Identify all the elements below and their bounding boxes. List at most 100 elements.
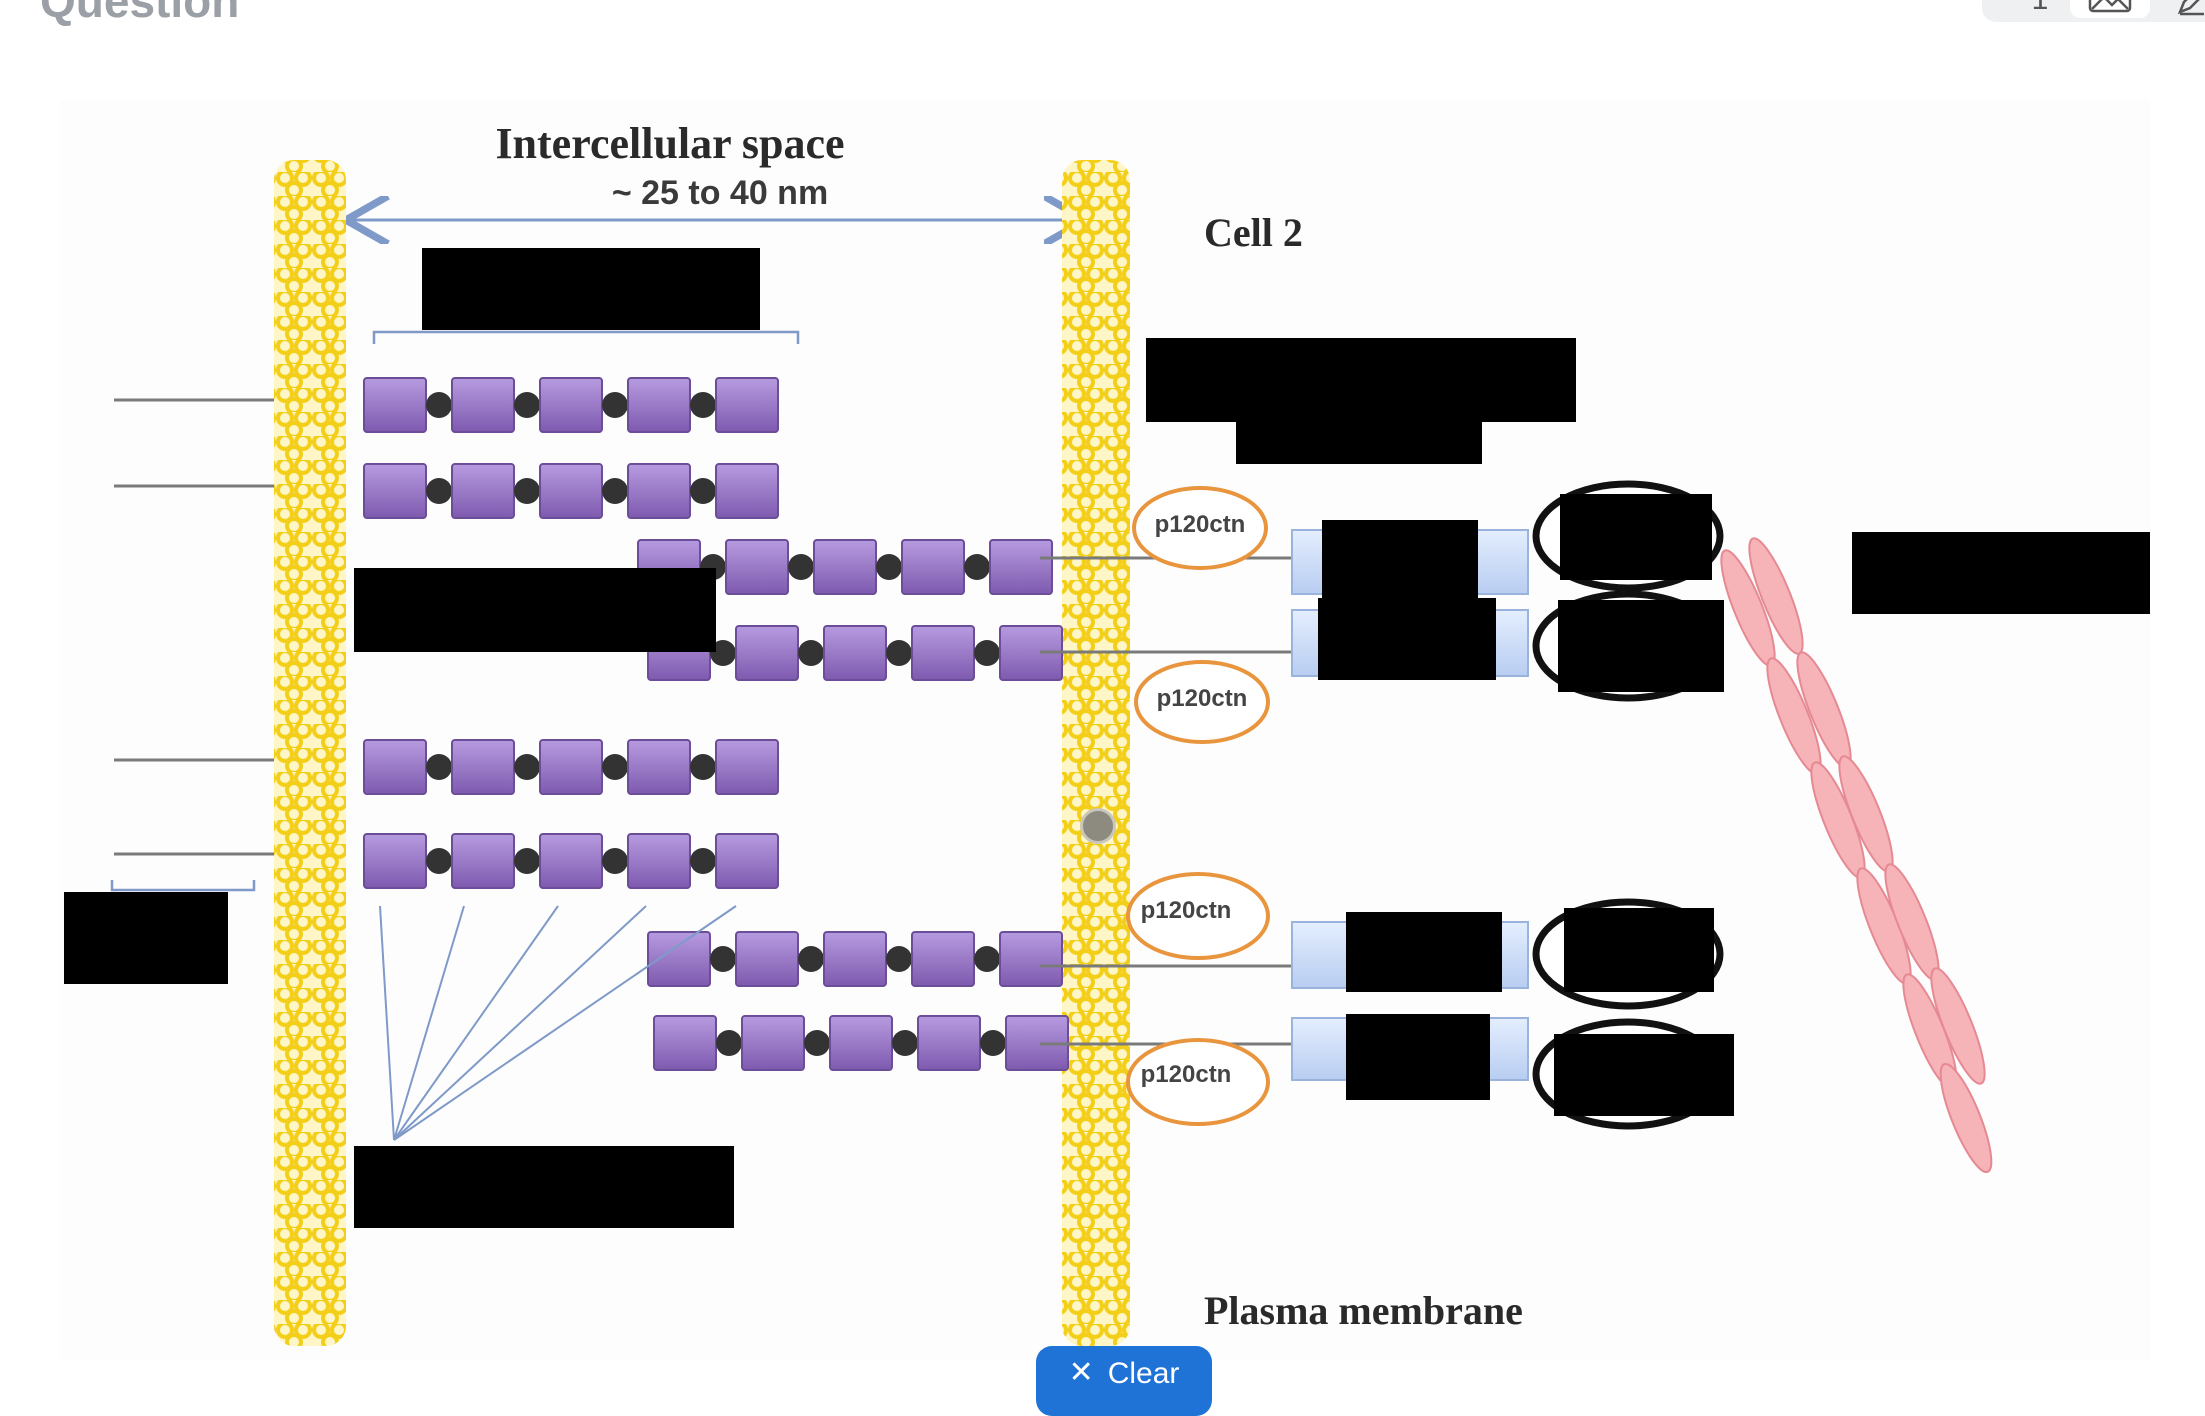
calcium-ion [426, 392, 452, 418]
redaction-11 [1346, 912, 1502, 992]
cadherin-chain [363, 463, 779, 519]
pointer-lines [379, 905, 737, 1141]
calcium-ion [602, 754, 628, 780]
redaction-14 [1554, 1034, 1734, 1116]
cadherin-domain [539, 739, 603, 795]
p120-ring-3: p120ctn [1126, 872, 1270, 960]
calcium-ion [690, 478, 716, 504]
cadherin-domain [627, 739, 691, 795]
cadherin-domain [715, 833, 779, 889]
bracket-top [372, 330, 800, 344]
cadherin-domain [823, 625, 887, 681]
cadherin-domain [363, 377, 427, 433]
cadherin-domain [363, 463, 427, 519]
cadherin-domain [911, 625, 975, 681]
cursor-marker [1080, 808, 1116, 844]
cadherin-domain [715, 463, 779, 519]
cadherin-domain [829, 1015, 893, 1071]
p120-ring-2: p120ctn [1134, 660, 1270, 744]
calcium-ion [798, 946, 824, 972]
cadherin-tails-left [114, 398, 274, 856]
image-button[interactable] [2070, 0, 2150, 18]
actin-filament [1720, 537, 1993, 1174]
redaction-5 [1322, 520, 1478, 600]
cadherin-domain [539, 377, 603, 433]
cadherin-domain [363, 739, 427, 795]
clear-button[interactable]: ✕ Clear [1036, 1346, 1212, 1416]
redaction-10 [64, 892, 228, 984]
cadherin-domain [451, 463, 515, 519]
top-toolbar: 1 [1982, 0, 2205, 22]
redaction-3 [1236, 408, 1482, 464]
calcium-ion [602, 478, 628, 504]
cadherin-domain [627, 833, 691, 889]
cadherin-domain [989, 539, 1053, 595]
calcium-ion [798, 640, 824, 666]
draw-button[interactable] [2162, 0, 2205, 18]
cadherin-domain [823, 931, 887, 987]
redaction-15 [354, 1146, 734, 1228]
calcium-ion [876, 554, 902, 580]
cadherin-domain [715, 739, 779, 795]
p120-label-1: p120ctn [1155, 511, 1246, 538]
calcium-ion [426, 754, 452, 780]
calcium-ion [690, 392, 716, 418]
cadherin-domain [539, 463, 603, 519]
calcium-ion [980, 1030, 1006, 1056]
cell-2-label: Cell 2 [1204, 210, 1303, 255]
cadherin-domain [999, 931, 1063, 987]
calcium-ion [788, 554, 814, 580]
redaction-7 [1560, 494, 1712, 580]
redactions [64, 248, 2150, 1228]
p120-ring-4: p120ctn [1126, 1038, 1270, 1126]
cadherin-domain [901, 539, 965, 595]
cadherin-domain [735, 625, 799, 681]
calcium-ion [964, 554, 990, 580]
calcium-ion [690, 848, 716, 874]
cadherin-domain [451, 833, 515, 889]
calcium-ion [716, 1030, 742, 1056]
redaction-8 [1558, 600, 1724, 692]
p120-ring-1: p120ctn [1132, 486, 1268, 570]
calcium-ion [974, 946, 1000, 972]
pen-icon [2177, 0, 2204, 16]
calcium-ion [710, 640, 736, 666]
p120-label-3: p120ctn [1141, 897, 1232, 924]
bracket-left [110, 880, 256, 892]
calcium-ion [514, 478, 540, 504]
calcium-ion [426, 848, 452, 874]
clear-button-label: Clear [1107, 1357, 1180, 1390]
cadherin-domain [715, 377, 779, 433]
redaction-6 [1318, 598, 1496, 680]
question-number[interactable]: 1 [2020, 0, 2060, 18]
p120-label-4: p120ctn [1141, 1061, 1232, 1088]
calcium-ion [804, 1030, 830, 1056]
redaction-12 [1564, 908, 1714, 992]
cadherin-domain [627, 377, 691, 433]
calcium-ion [602, 392, 628, 418]
question-heading: Question [40, 0, 240, 27]
calcium-ion [514, 754, 540, 780]
cadherin-domain [653, 1015, 717, 1071]
cadherin-domain [627, 463, 691, 519]
p120-label-2: p120ctn [1157, 685, 1248, 712]
plasma-membrane-left [274, 160, 346, 1346]
cadherin-domain [725, 539, 789, 595]
close-icon: ✕ [1068, 1356, 1094, 1389]
calcium-ion [426, 478, 452, 504]
plasma-membrane-label: Plasma membrane [1204, 1288, 1523, 1333]
calcium-ion [514, 392, 540, 418]
cadherin-chain [363, 739, 779, 795]
distance-label: ~ 25 to 40 nm [612, 174, 828, 212]
cadherin-domain [451, 377, 515, 433]
cell-junction-diagram: Intercellular space ~ 25 to 40 nm Cell 2… [60, 100, 2150, 1360]
cadherin-chain [363, 377, 779, 433]
cadherin-domain [363, 833, 427, 889]
cadherin-domain [917, 1015, 981, 1071]
calcium-ion [690, 754, 716, 780]
calcium-ion [886, 946, 912, 972]
cadherin-domain [813, 539, 877, 595]
calcium-ion [892, 1030, 918, 1056]
redaction-4 [354, 568, 716, 652]
calcium-ion [974, 640, 1000, 666]
